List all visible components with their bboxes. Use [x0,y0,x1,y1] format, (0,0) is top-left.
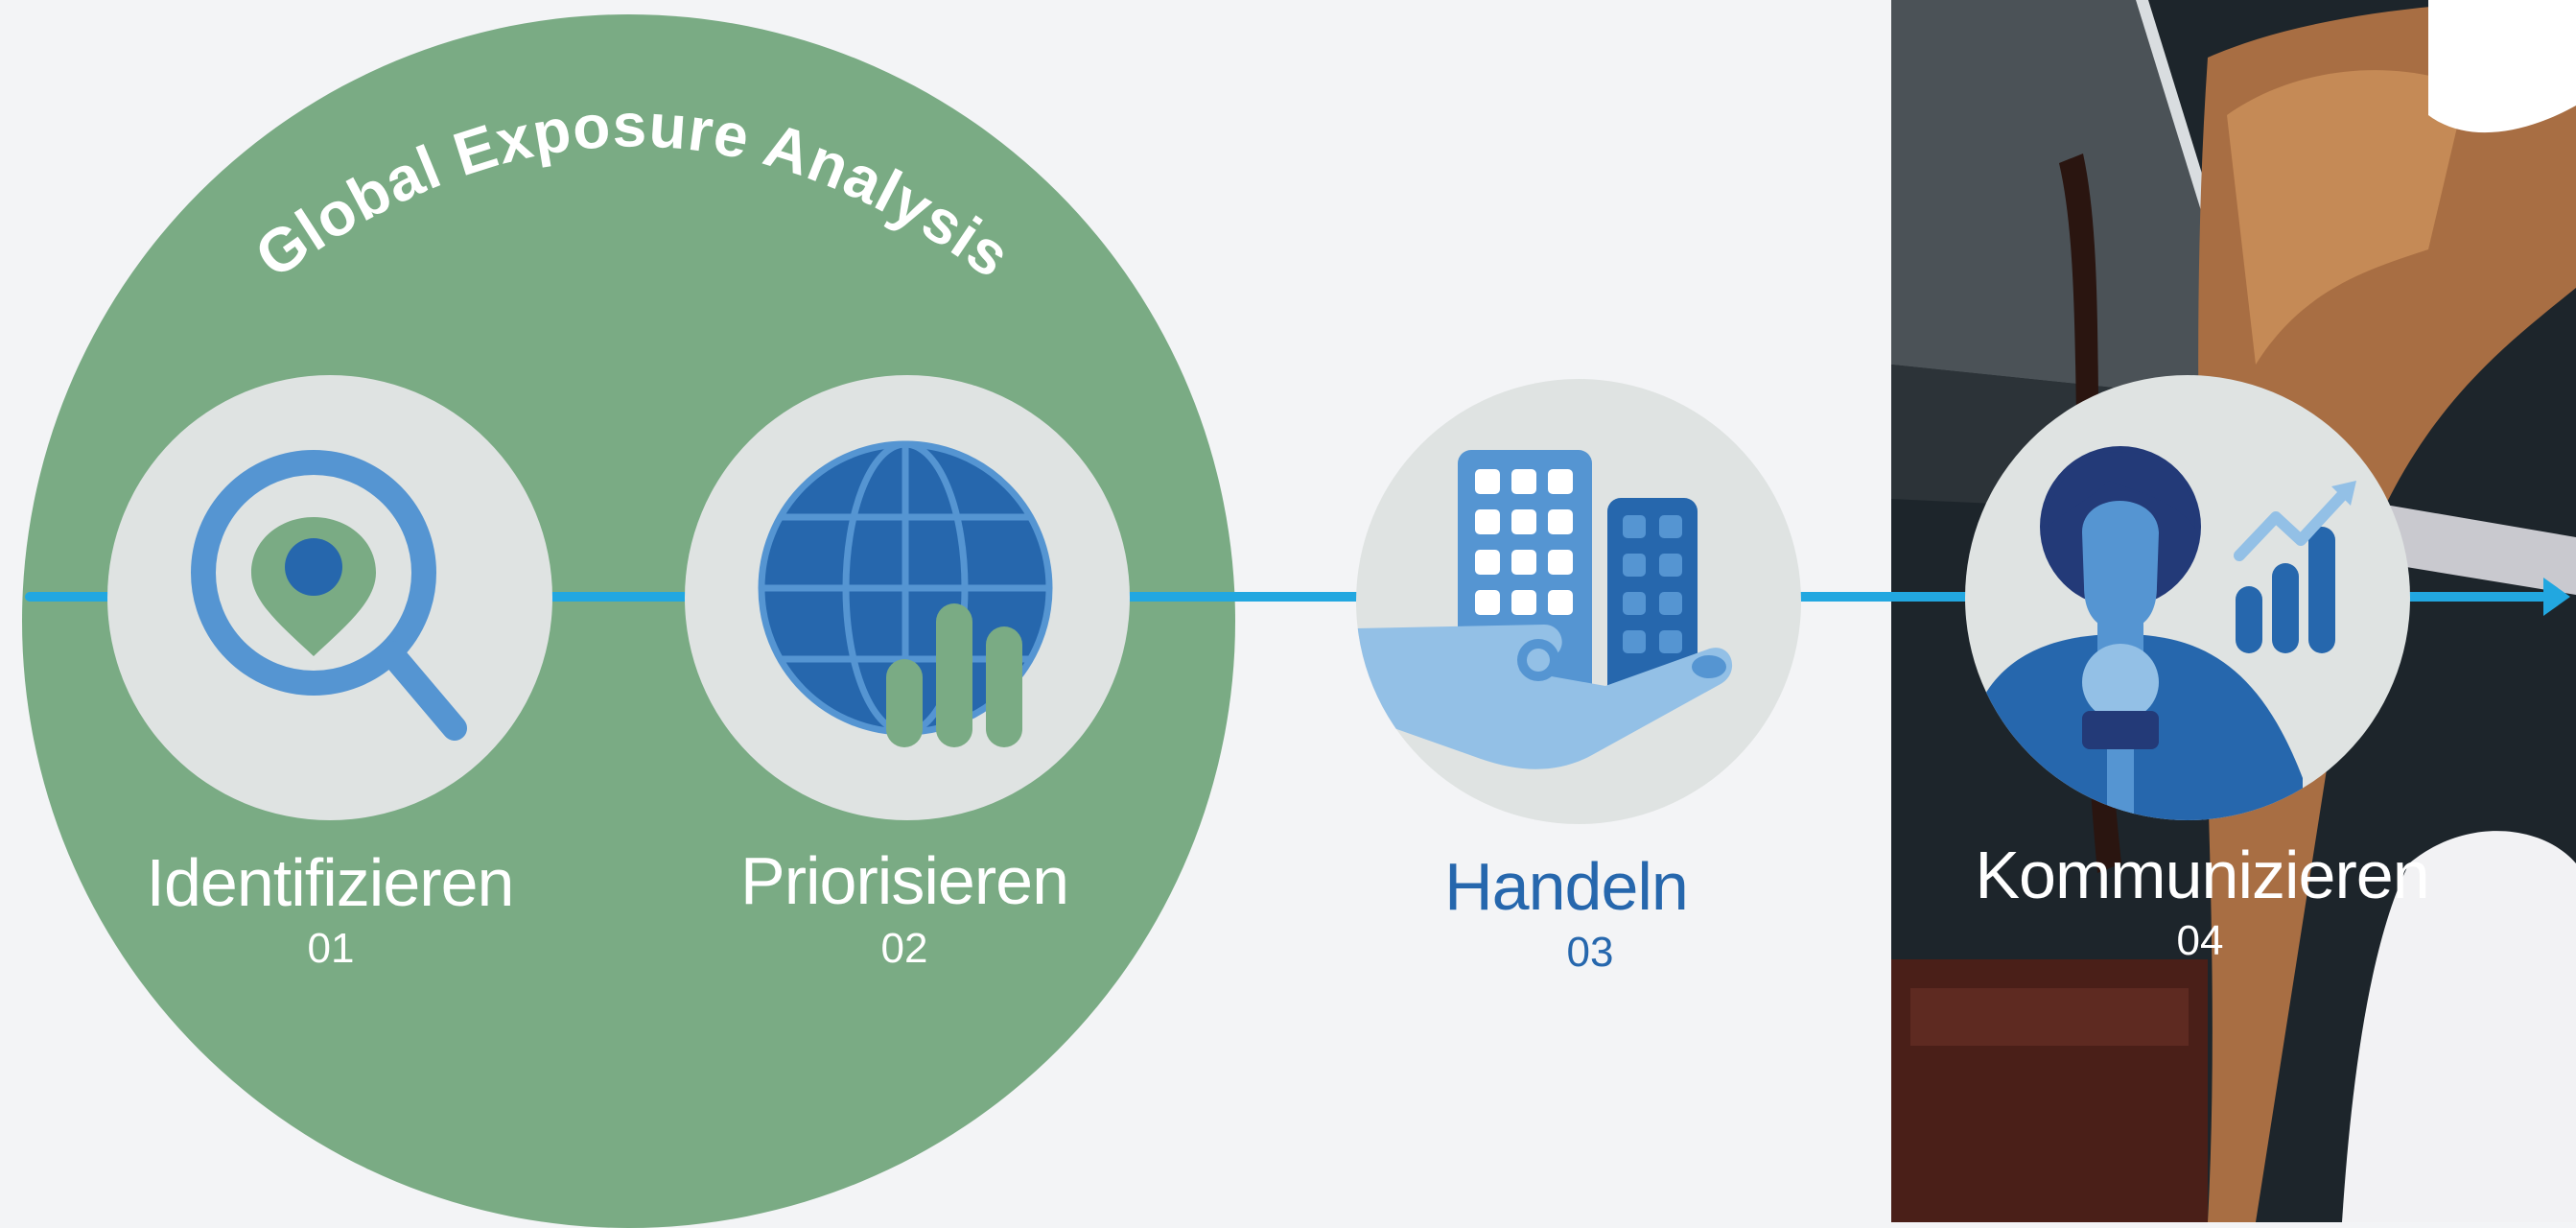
hand-buildings-icon [1356,450,1733,769]
step-3-label: Handeln [1444,849,1689,924]
arrow-head-icon [2543,578,2570,616]
step-2-label: Priorisieren [740,843,1069,918]
globe-bar-chart-icon [758,440,1053,747]
speaker-microphone-growth-icon [1965,446,2356,820]
process-connector-line [25,592,2547,602]
step-1-number: 01 [307,925,355,972]
step-3-number: 03 [1566,929,1614,976]
step-1-circle [107,375,552,820]
magnifier-location-icon [191,450,467,741]
step-4-label: Kommunizieren [1975,838,2429,912]
step-3-circle [1356,379,1801,824]
step-2-circle [685,375,1130,820]
step-1-label: Identifizieren [146,845,515,920]
step-4-number: 04 [2176,917,2224,964]
step-2-number: 02 [880,925,928,972]
group-title: Global Exposure Analysis [243,90,1023,291]
step-4-circle [1965,375,2410,820]
